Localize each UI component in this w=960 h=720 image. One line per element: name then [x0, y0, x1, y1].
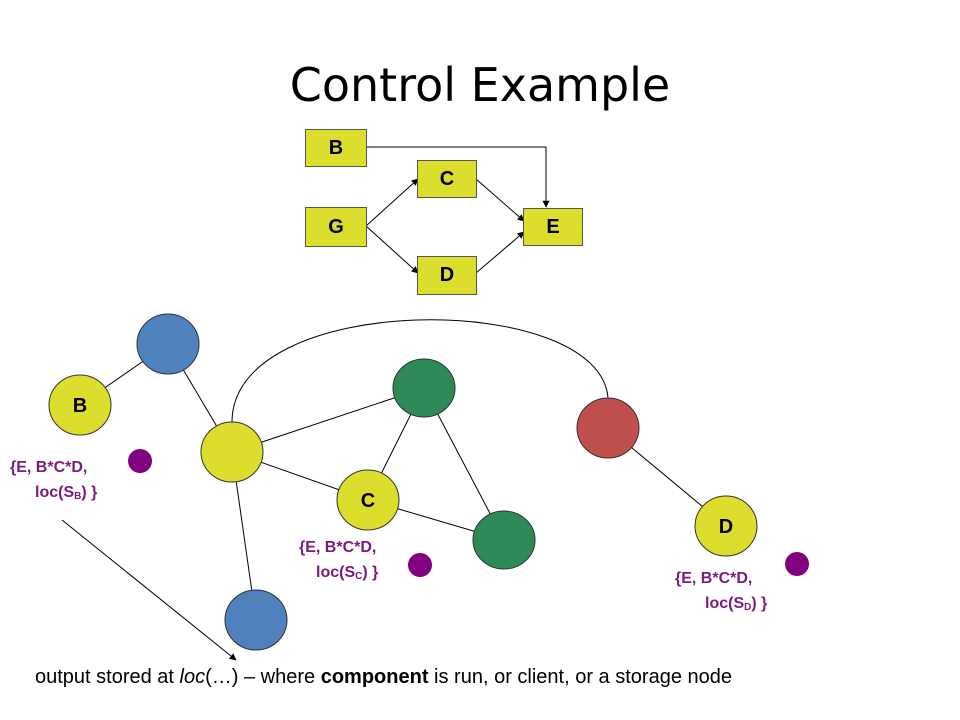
state-annotation-d: {E, B*C*D, loc(SD) } — [675, 566, 767, 620]
flow-box-g: G — [305, 207, 367, 247]
state-annotation-b-close: ) } — [81, 484, 98, 501]
caption-part2: (…) – where — [205, 666, 321, 688]
node-blue-top — [136, 313, 200, 375]
node-red — [576, 397, 640, 459]
state-annotation-d-sub: D — [744, 602, 752, 613]
state-annotation-b-loc: loc(S — [35, 484, 75, 501]
arrow-d-to-e — [475, 231, 525, 274]
node-green-top — [392, 358, 456, 418]
state-dot-b — [128, 449, 152, 473]
node-green-bottom — [472, 510, 536, 570]
edge-c-to-green-top — [367, 387, 425, 501]
state-annotation-b-line1: {E, B*C*D, — [10, 459, 88, 476]
node-d-label: D — [719, 516, 733, 538]
flow-box-b: B — [305, 129, 367, 167]
state-annotation-d-line1: {E, B*C*D, — [675, 570, 753, 587]
edge-yellow-to-c — [231, 451, 369, 501]
state-annotation-b-sub: B — [74, 491, 82, 502]
caption-part1: output stored at — [35, 666, 180, 688]
edge-yellow-to-red-arc — [231, 319, 609, 423]
state-annotation-c-loc: loc(S — [316, 564, 356, 581]
edge-blue-top-to-yellow — [167, 343, 233, 453]
flow-box-d: D — [417, 256, 477, 295]
state-annotation-d-loc: loc(S — [705, 595, 745, 612]
arrow-g-to-d — [365, 225, 419, 274]
state-annotation-c-line2: loc(SC) } — [299, 560, 378, 589]
state-annotation-b: {E, B*C*D, loc(SB) } — [10, 455, 97, 509]
caption-part3: is run, or client, or a storage node — [428, 666, 732, 688]
slide-caption: output stored at loc(…) – where componen… — [35, 666, 732, 689]
caption-loc: loc — [179, 666, 206, 688]
caption-component: component — [320, 666, 429, 688]
state-annotation-c-close: ) } — [362, 564, 379, 581]
node-yellow-center — [200, 421, 264, 483]
edge-b-to-blue-top — [79, 343, 169, 406]
node-b — [48, 374, 112, 436]
edge-c-to-green-bottom — [367, 499, 505, 541]
state-annotation-c-sub: C — [355, 571, 363, 582]
node-c — [336, 469, 400, 531]
node-blue-bottom — [224, 589, 288, 651]
state-annotation-d-line2: loc(SD) } — [675, 591, 767, 620]
state-annotation-b-line2: loc(SB) } — [10, 480, 97, 509]
node-b-label: B — [73, 395, 87, 417]
edge-green-top-to-green-bottom — [423, 387, 505, 541]
state-annotation-d-close: ) } — [751, 595, 768, 612]
state-dot-c — [408, 553, 432, 577]
arrow-g-to-c — [365, 178, 419, 227]
flow-box-e: E — [523, 208, 583, 246]
edge-red-to-d — [607, 427, 727, 527]
arrow-annotation-to-blue-bottom — [61, 519, 237, 661]
edge-yellow-to-green-top — [231, 387, 425, 453]
node-d — [694, 495, 758, 557]
slide-title: Control Example — [289, 58, 671, 112]
edge-yellow-to-blue-bottom — [231, 451, 257, 621]
node-c-label: C — [361, 490, 375, 512]
state-annotation-c: {E, B*C*D, loc(SC) } — [299, 535, 378, 589]
state-dot-d — [785, 552, 809, 576]
flow-box-c: C — [417, 160, 477, 198]
arrow-c-to-e — [475, 178, 525, 222]
state-annotation-c-line1: {E, B*C*D, — [299, 539, 377, 556]
